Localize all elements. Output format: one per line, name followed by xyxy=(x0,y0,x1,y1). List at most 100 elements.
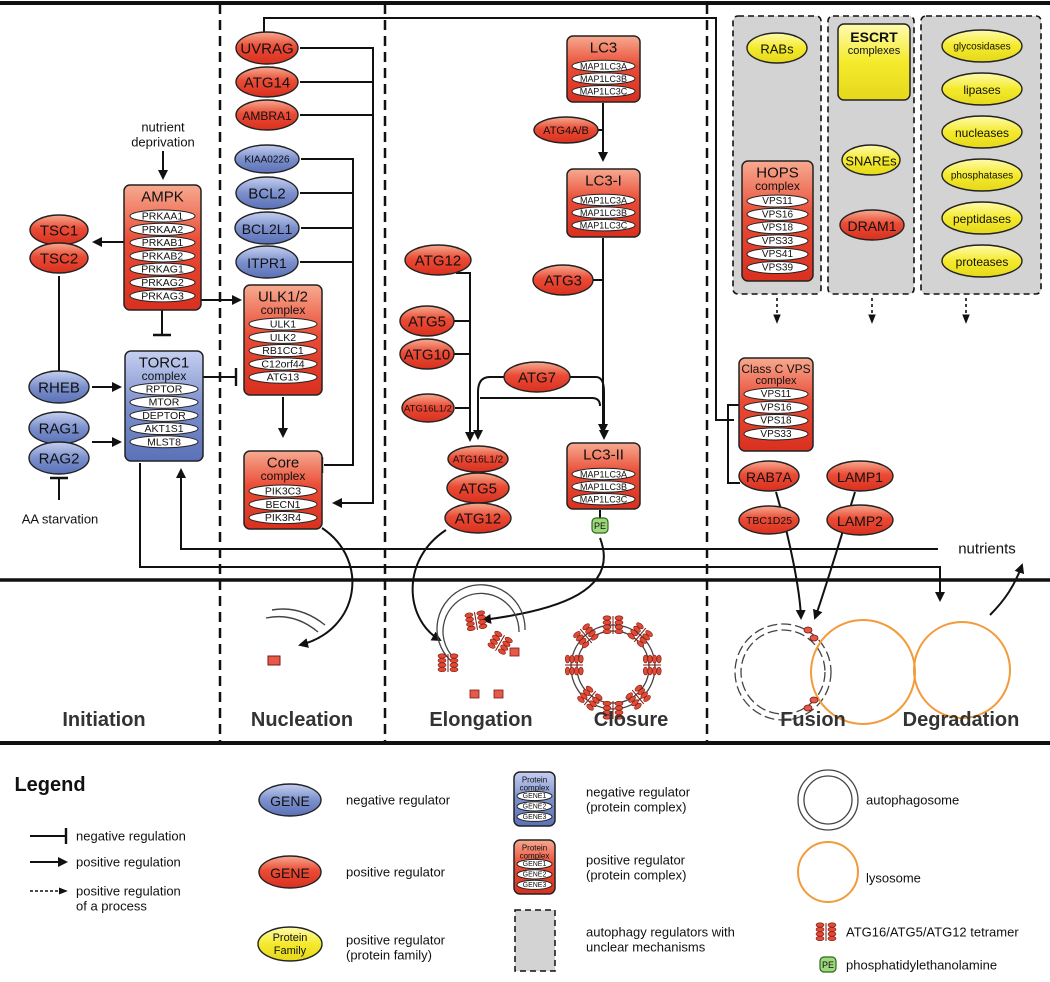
lc3i-complex-member-pill xyxy=(571,219,636,232)
legend-unclear-text: unclear mechanisms xyxy=(586,940,706,955)
family-lipases-label: lipases xyxy=(963,83,1000,97)
atg4-gene-shape xyxy=(533,116,599,144)
ampk-complex-member-prkag2: PRKAG2 xyxy=(141,277,184,289)
uvrag-gene: UVRAG xyxy=(235,31,299,65)
pe-marker xyxy=(591,517,609,534)
lc3-complex-member-pill xyxy=(571,72,636,85)
core-to-nucleation xyxy=(298,527,354,648)
legend-family-label: Protein xyxy=(273,932,308,944)
rab7a-gene-label: RAB7A xyxy=(746,469,793,485)
stage-label-elongation: Elongation xyxy=(429,709,532,731)
ampk-complex-member-prkaa1: PRKAA1 xyxy=(142,211,184,223)
core-complex-member-pill xyxy=(248,497,318,511)
family-phosphatases: phosphatases xyxy=(941,158,1023,192)
lc3i-complex-member-map1lc3b: MAP1LC3B xyxy=(580,208,627,218)
lamp1-gene-label: LAMP1 xyxy=(837,469,883,485)
atg12-gene-label: ATG12 xyxy=(415,253,461,270)
uvrag-gene-shape xyxy=(235,31,299,65)
hops-complex-member-vps39: VPS39 xyxy=(762,263,794,274)
snares-family: SNAREs xyxy=(841,144,901,176)
rheb-gene-shape xyxy=(28,370,90,404)
atg16l1-gene-shape xyxy=(401,393,455,423)
hops-complex-member-pill xyxy=(746,260,809,275)
classc-complex-member-pill xyxy=(743,400,809,414)
lc3i-complex-member-map1lc3a: MAP1LC3A xyxy=(580,196,627,206)
lc3ii-complex-member-map1lc3c: MAP1LC3C xyxy=(580,495,628,505)
nutrient-deprivation-label: deprivation xyxy=(131,135,195,150)
escrt-title: ESCRT xyxy=(850,29,898,45)
torc1-complex-member-akt1s1: AKT1S1 xyxy=(144,423,183,435)
classc-complex-member-vps16: VPS16 xyxy=(760,402,792,413)
uvrag-to-classc xyxy=(263,17,734,421)
tetramer-glyph xyxy=(602,615,624,635)
legend-pos-gene: GENE xyxy=(258,855,322,889)
itpr1-gene: ITPR1 xyxy=(235,245,299,279)
rag1-gene-label: RAG1 xyxy=(39,421,80,438)
bcl2l1-gene-shape xyxy=(234,211,300,245)
legend-pos-regulator: positive regulator xyxy=(346,865,446,880)
lc3-complex-member-map1lc3b: MAP1LC3B xyxy=(580,74,627,84)
hops-complex-member-vps33: VPS33 xyxy=(762,236,794,247)
degradation-lysosome xyxy=(913,621,1011,719)
dram1-gene-label: DRAM1 xyxy=(847,218,896,234)
atg4-gene-label: ATG4A/B xyxy=(543,125,589,137)
ulk-complex-member-pill xyxy=(248,370,318,384)
lamp2-gene-shape xyxy=(826,504,894,536)
lamp2-gene: LAMP2 xyxy=(826,504,894,536)
hops-complex-member-pill xyxy=(746,247,809,261)
ulk-complex-member-pill xyxy=(248,357,318,371)
legend-neg-complex-text: (protein complex) xyxy=(586,800,686,815)
core-complex-member-pik3c3: PIK3C3 xyxy=(265,486,301,498)
tetramer-glyph xyxy=(487,630,513,655)
legend-neg-gene-label: GENE xyxy=(270,793,310,809)
hops-complex: HOPScomplexVPS11VPS16VPS18VPS33VPS41VPS3… xyxy=(741,160,814,282)
legend-autophagosome-text: autophagosome xyxy=(866,793,959,808)
ulk-complex-member-ulk2: ULK2 xyxy=(270,332,296,344)
atg5-gene-shape xyxy=(399,305,455,337)
legend-neg-regulation: negative regulation xyxy=(76,829,186,844)
lc3-complex-member-pill xyxy=(571,85,636,98)
atg12-gene: ATG12 xyxy=(404,244,472,276)
atg16l1-complex-gene-shape xyxy=(447,445,509,473)
legend-neg-regulator: negative regulator xyxy=(346,793,451,808)
hops-complex-member-vps18: VPS18 xyxy=(762,223,794,234)
family-glycosidases-label: glycosidases xyxy=(953,42,1010,53)
hops-complex-member-vps16: VPS16 xyxy=(762,209,794,220)
legend-pos-regulation: positive regulation xyxy=(76,855,181,870)
conjugate-to-phagophore xyxy=(411,529,447,641)
escrt-subtitle: complexes xyxy=(848,45,901,57)
rabs-family-label: RABs xyxy=(760,42,794,57)
legend-pe-text: phosphatidylethanolamine xyxy=(846,958,997,973)
atg5-complex-gene-label: ATG5 xyxy=(459,481,497,498)
legend-pos-complex-member-pill xyxy=(516,869,553,880)
legend-unclear-box xyxy=(514,909,556,972)
ulk-complex-member-atg13: ATG13 xyxy=(267,372,300,384)
lc3ii-complex-member-map1lc3b: MAP1LC3B xyxy=(580,482,627,492)
legend-pos-process: of a process xyxy=(76,899,147,914)
dram1-gene-shape xyxy=(839,209,905,241)
rab7a-gene-shape xyxy=(738,460,800,492)
family-nucleases: nucleases xyxy=(941,115,1023,149)
kiaa0226-gene: KIAA0226 xyxy=(234,144,300,174)
lc3ii-complex-member-map1lc3a: MAP1LC3A xyxy=(580,470,627,480)
torc1-complex-member-rptor: RPTOR xyxy=(146,384,183,396)
ampk-complex-member-prkag3: PRKAG3 xyxy=(141,290,184,302)
bcl2-gene-label: BCL2 xyxy=(248,186,286,203)
atg12-complex-gene-label: ATG12 xyxy=(455,511,501,528)
family-phosphatases-label: phosphatases xyxy=(951,171,1013,182)
legend-pos-gene-shape xyxy=(258,855,322,889)
rheb-gene-label: RHEB xyxy=(38,380,80,397)
stage-label-fusion: Fusion xyxy=(780,709,846,731)
atg12-complex-gene: ATG12 xyxy=(444,502,512,534)
ulk-complex-member-rb1cc1: RB1CC1 xyxy=(262,345,304,357)
legend-neg-complex-text: negative regulator xyxy=(586,785,691,800)
legend-pos-complex-subtitle: complex xyxy=(520,852,550,861)
rag2-gene-label: RAG2 xyxy=(39,451,80,468)
positive-regulators-to-core xyxy=(300,47,374,508)
tetramer-glyph xyxy=(625,684,651,710)
legend-pos-complex-member-gene1: GENE1 xyxy=(523,861,547,868)
ampk-complex-member-prkaa2: PRKAA2 xyxy=(142,224,184,236)
torc1-complex-member-pill xyxy=(129,408,199,422)
